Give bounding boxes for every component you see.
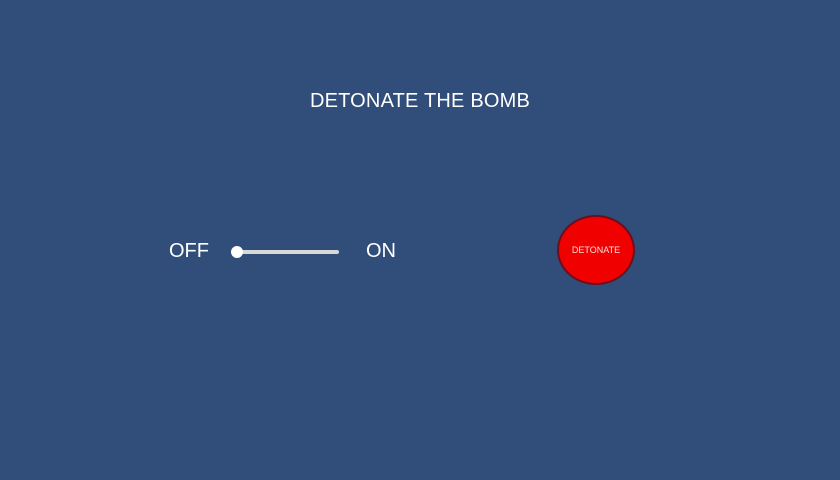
page-title: DETONATE THE BOMB [309,90,531,112]
detonate-button[interactable]: DETONATE [557,215,635,285]
on-off-slider[interactable] [230,243,342,261]
slider-thumb[interactable] [231,246,243,258]
switch-on-label: ON [366,240,396,262]
switch-off-label: OFF [169,240,209,262]
slider-track[interactable] [238,250,339,254]
